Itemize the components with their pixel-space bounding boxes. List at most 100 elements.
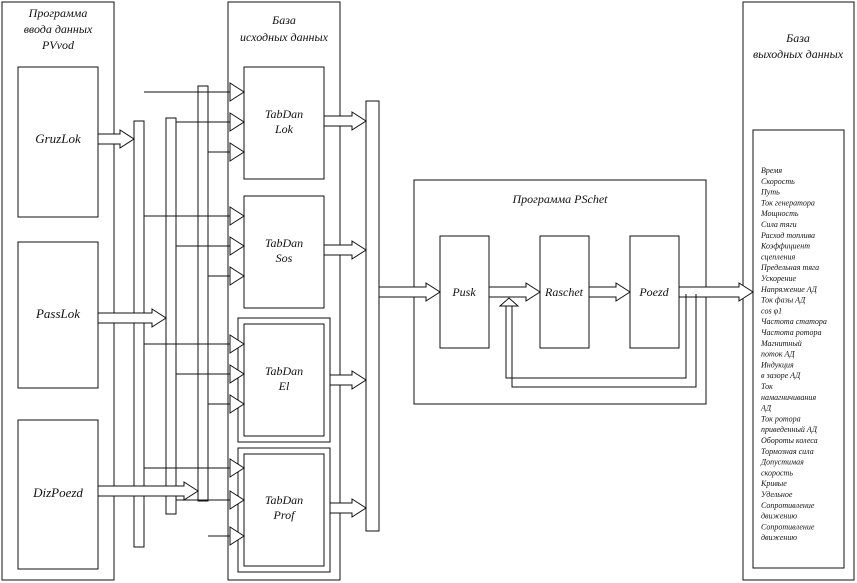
output-item: скорость <box>761 468 793 477</box>
table-tabdan-el-line-2: El <box>278 379 290 393</box>
module-raschet: Raschet <box>539 235 590 349</box>
table-tabdan-sos-line-1: TabDan <box>265 236 303 250</box>
arrow-feed-lok-0 <box>229 82 245 102</box>
table-tabdan-el: TabDan El <box>237 317 331 443</box>
module-passlok: PassLok <box>17 241 99 389</box>
output-item: Индукция <box>760 360 794 369</box>
table-tabdan-prof-line-1: TabDan <box>265 493 303 507</box>
arrow-bus-to-pusk <box>378 282 441 302</box>
output-item: Напряжение АД <box>760 285 818 294</box>
output-db-title-line-1: База <box>785 31 810 45</box>
module-raschet-label: Raschet <box>544 285 584 299</box>
output-item: Обороты колеса <box>761 436 818 445</box>
output-item: cos φ1 <box>761 306 782 315</box>
bus-input-2 <box>165 117 177 515</box>
module-gruzlok-label: GruzLok <box>35 131 81 146</box>
arrow-dizpoezd-to-bus <box>97 481 199 501</box>
output-item: Ток фазы АД <box>761 296 806 305</box>
output-item: Тормозная сила <box>761 447 814 456</box>
arrow-gruzlok-to-bus <box>97 129 135 149</box>
output-item: Сила тяги <box>761 220 797 229</box>
arrow-feed-prof-1 <box>229 490 245 510</box>
output-item: Сопротивление <box>761 501 815 510</box>
output-item: поток АД <box>761 350 796 359</box>
output-item: намагничивания <box>761 393 816 402</box>
module-pusk-label: Pusk <box>451 285 476 299</box>
output-item: движению <box>761 512 797 521</box>
output-item: сцепления <box>761 252 796 261</box>
table-tabdan-lok-line-1: TabDan <box>265 107 303 121</box>
arrow-poezd-to-output <box>678 282 754 302</box>
output-item: Кривые <box>760 479 787 488</box>
output-item: Частота статора <box>761 317 827 326</box>
arrow-el-to-bus <box>329 370 367 390</box>
source-db-title-line-1: База <box>271 13 296 27</box>
source-db-title-line-2: исходных данных <box>240 30 329 44</box>
output-item: Частота ротора <box>761 328 822 337</box>
table-tabdan-lok: TabDan Lok <box>243 66 325 180</box>
input-program-title-line-3: PVvod <box>41 38 75 52</box>
table-tabdan-sos: TabDan Sos <box>243 195 325 309</box>
arrow-raschet-to-poezd <box>588 282 631 302</box>
output-item: в зазоре АД <box>761 371 801 380</box>
arrow-feed-sos-0 <box>229 206 245 226</box>
table-tabdan-prof: TabDan Prof <box>237 447 331 573</box>
arrow-lok-to-bus <box>323 111 367 131</box>
bus-input-3 <box>197 85 209 502</box>
output-db-panel: База выходных данных ВремяСкоростьПутьТо… <box>742 1 855 581</box>
output-item: Расход топлива <box>760 231 815 240</box>
arrow-passlok-to-bus <box>97 308 167 328</box>
arrow-feed-prof-0 <box>229 458 245 478</box>
output-item: Коэффициент <box>760 242 810 251</box>
module-poezd: Poezd <box>629 235 680 349</box>
connectors <box>97 82 754 546</box>
arrow-feed-sos-1 <box>229 236 245 256</box>
bus-input-1 <box>133 120 145 548</box>
output-item: приведенный АД <box>761 425 818 434</box>
output-item: Ток ротора <box>761 414 801 423</box>
module-poezd-label: Poezd <box>638 285 669 299</box>
arrow-feed-el-0 <box>229 334 245 354</box>
module-dizpoezd-label: DizPoezd <box>32 485 83 500</box>
output-item: Время <box>761 166 782 175</box>
input-program-title-line-2: ввода данных <box>24 22 93 36</box>
arrow-sos-to-bus <box>323 240 367 260</box>
feedback-loop <box>498 294 697 388</box>
output-db-title-line-2: выходных данных <box>753 47 844 61</box>
arrow-feed-lok-2 <box>229 142 245 162</box>
arrow-prof-to-bus <box>329 498 367 518</box>
output-item: Удельное <box>761 490 793 499</box>
bus-output <box>365 100 380 532</box>
table-tabdan-el-line-1: TabDan <box>265 364 303 378</box>
arrow-feed-sos-2 <box>229 266 245 286</box>
output-item: Ток генератора <box>761 198 815 207</box>
table-tabdan-lok-line-2: Lok <box>274 122 294 136</box>
output-item: Ток <box>761 382 773 391</box>
module-pusk: Pusk <box>439 235 490 349</box>
output-item: Путь <box>760 188 780 197</box>
arrow-pusk-to-raschet <box>488 282 541 302</box>
arrow-feed-prof-2 <box>229 526 245 546</box>
arrow-feed-lok-1 <box>229 112 245 132</box>
output-item: Сопротивление <box>761 522 815 531</box>
input-program-title-line-1: Программа <box>28 6 88 20</box>
module-gruzlok: GruzLok <box>17 66 99 218</box>
module-passlok-label: PassLok <box>35 306 80 321</box>
output-item: Ускорение <box>761 274 797 283</box>
arrow-feed-el-1 <box>229 364 245 384</box>
output-items-box <box>752 129 845 569</box>
table-tabdan-prof-line-2: Prof <box>273 508 297 522</box>
output-item: Магнитный <box>760 339 802 348</box>
output-item: Предельная тяга <box>760 263 819 272</box>
arrow-feed-el-2 <box>229 394 245 414</box>
table-tabdan-sos-line-2: Sos <box>276 251 293 265</box>
module-dizpoezd: DizPoezd <box>17 419 99 570</box>
output-item: Скорость <box>761 177 795 186</box>
output-item: Мощность <box>760 209 799 218</box>
output-item: Допустимая <box>760 458 804 467</box>
pschet-title: Программа PSchet <box>512 192 609 206</box>
output-item: движению <box>761 533 797 542</box>
output-item: АД <box>760 404 772 413</box>
